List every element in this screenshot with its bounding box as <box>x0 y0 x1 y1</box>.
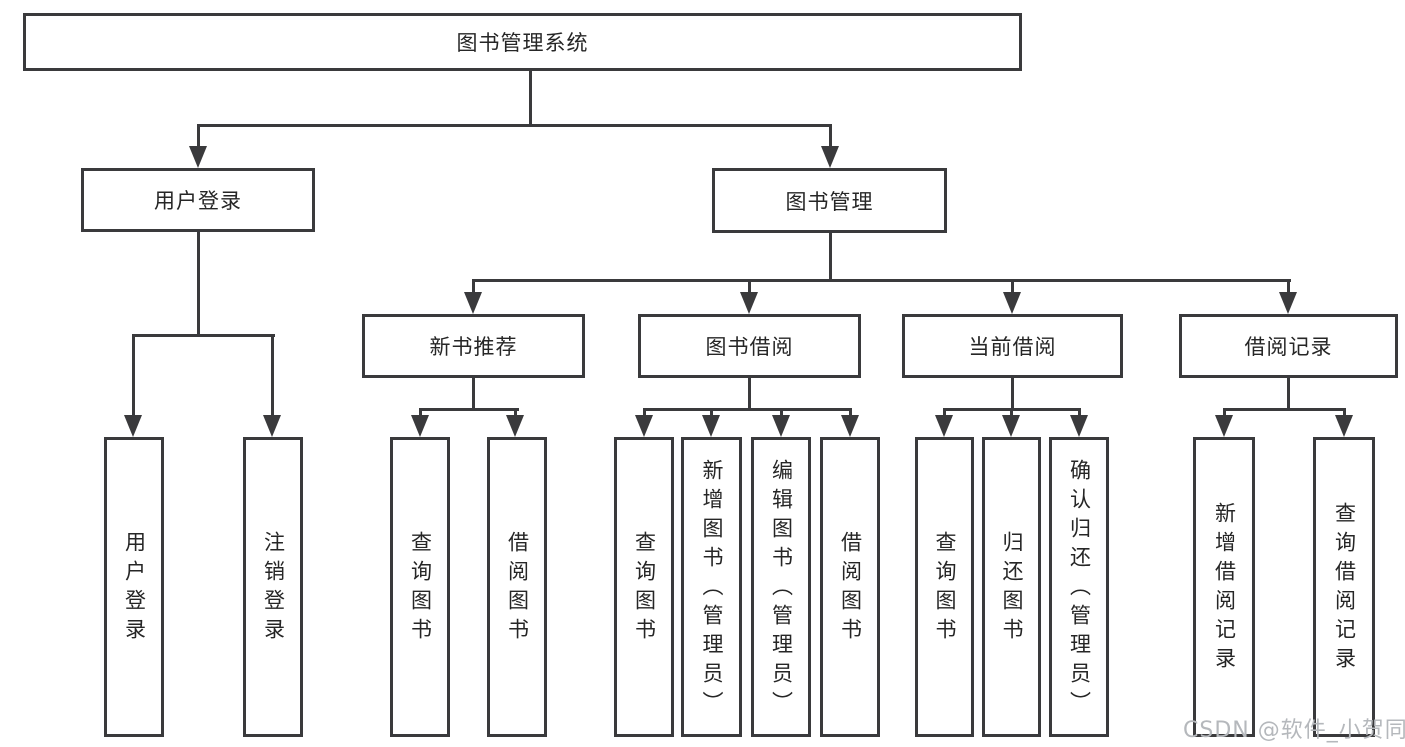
connector-shaft <box>943 408 946 418</box>
connector-root-stem <box>529 71 532 127</box>
connector-shaft <box>849 408 852 418</box>
connector-shaft <box>197 124 200 150</box>
arrowhead <box>935 415 953 437</box>
leaf-add-book-admin: 新增图书（管理员） <box>681 437 742 737</box>
arrowhead <box>506 415 524 437</box>
arrowhead <box>740 292 758 314</box>
node-new-book-recommend: 新书推荐 <box>362 314 585 378</box>
arrowhead <box>702 415 720 437</box>
leaf-query-books-current: 查询图书 <box>915 437 974 737</box>
arrowhead <box>124 415 142 437</box>
connector-shaft <box>271 334 274 419</box>
connector-shaft <box>748 279 751 296</box>
connector-borrowing-records-branch <box>1223 408 1346 411</box>
node-user-login: 用户登录 <box>81 168 315 232</box>
arrowhead <box>772 415 790 437</box>
leaf-return-book: 归还图书 <box>982 437 1041 737</box>
leaf-query-books-recommend: 查询图书 <box>390 437 450 737</box>
connector-shaft <box>419 408 422 418</box>
arrowhead <box>411 415 429 437</box>
connector-shaft <box>472 279 475 296</box>
arrowhead <box>1002 415 1020 437</box>
connector-shaft <box>829 124 832 150</box>
connector-book-borrowing-stem <box>748 378 751 411</box>
node-book-borrowing: 图书借阅 <box>638 314 861 378</box>
node-root-library-management-system: 图书管理系统 <box>23 13 1022 71</box>
leaf-borrow-books-borrowing: 借阅图书 <box>820 437 880 737</box>
connector-new-book-branch <box>419 408 519 411</box>
connector-shaft <box>1010 408 1013 418</box>
connector-shaft <box>643 408 646 418</box>
arrowhead <box>1335 415 1353 437</box>
leaf-query-books-borrowing: 查询图书 <box>614 437 674 737</box>
connector-shaft <box>1287 279 1290 296</box>
connector-shaft <box>1223 408 1226 418</box>
leaf-logout: 注销登录 <box>243 437 303 737</box>
connector-root-branch <box>197 124 832 127</box>
arrowhead <box>635 415 653 437</box>
node-book-management: 图书管理 <box>712 168 947 233</box>
arrowhead <box>1279 292 1297 314</box>
connector-shaft <box>780 408 783 418</box>
leaf-add-borrow-record: 新增借阅记录 <box>1193 437 1255 737</box>
connector-shaft <box>1078 408 1081 418</box>
arrowhead <box>464 292 482 314</box>
connector-book-management-branch <box>472 279 1291 282</box>
connector-shaft <box>710 408 713 418</box>
csdn-watermark: CSDN @软件_小贺同学 <box>1183 718 1405 743</box>
node-borrowing-records: 借阅记录 <box>1179 314 1398 378</box>
node-current-borrowing: 当前借阅 <box>902 314 1123 378</box>
connector-current-borrowing-stem <box>1011 378 1014 411</box>
arrowhead <box>189 146 207 168</box>
connector-new-book-stem <box>472 378 475 411</box>
leaf-confirm-return-admin: 确认归还（管理员） <box>1049 437 1109 737</box>
connector-user-login-branch <box>132 334 275 337</box>
arrowhead <box>841 415 859 437</box>
arrowhead <box>1070 415 1088 437</box>
arrowhead <box>263 415 281 437</box>
connector-user-login-stem <box>197 232 200 337</box>
connector-book-management-stem <box>829 233 832 282</box>
arrowhead <box>1003 292 1021 314</box>
connector-borrowing-records-stem <box>1287 378 1290 411</box>
connector-shaft <box>514 408 517 418</box>
connector-shaft <box>132 334 135 419</box>
leaf-user-login: 用户登录 <box>104 437 164 737</box>
connector-shaft <box>1011 279 1014 296</box>
connector-shaft <box>1343 408 1346 418</box>
leaf-edit-book-admin: 编辑图书（管理员） <box>751 437 811 737</box>
leaf-borrow-books-recommend: 借阅图书 <box>487 437 547 737</box>
connector-book-borrowing-branch <box>643 408 852 411</box>
arrowhead <box>821 146 839 168</box>
arrowhead <box>1215 415 1233 437</box>
leaf-query-borrow-record: 查询借阅记录 <box>1313 437 1375 737</box>
